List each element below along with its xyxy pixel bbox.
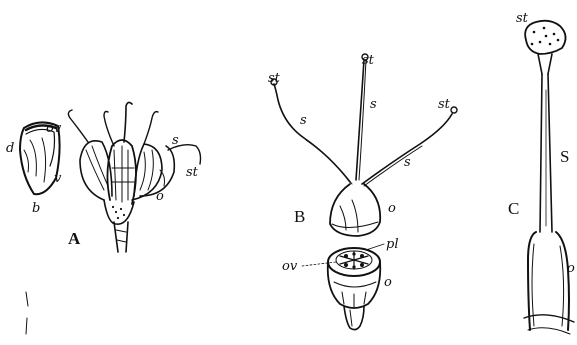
panel-label-c: C: [508, 199, 519, 218]
panel-label-b: B: [294, 207, 305, 226]
panel-label-a: A: [68, 229, 81, 248]
label-a-b: b: [32, 201, 40, 216]
label-a-v: v: [54, 171, 62, 186]
label-a-o: o: [156, 189, 164, 204]
label-a-d: d: [6, 141, 14, 156]
pistil-drawing: [271, 54, 457, 330]
label-c-S: S: [560, 147, 569, 166]
label-a-st: st: [186, 165, 199, 180]
label-b-s-left: s: [300, 113, 307, 128]
label-a-ov: ov: [46, 121, 62, 136]
stray-mark: [26, 292, 28, 334]
label-b-s-right: s: [404, 155, 411, 170]
label-b-st-left: st: [268, 71, 281, 86]
figure-b: st st st s s s o pl ov o B: [268, 53, 457, 330]
label-b-st-right: st: [438, 97, 451, 112]
label-b-o-lower: o: [384, 275, 392, 290]
long-pistil-drawing: [524, 21, 574, 334]
leader-b-pl: [366, 244, 384, 250]
label-a-s: s: [172, 133, 179, 148]
figure-a: d v b ov o s st A: [6, 102, 201, 334]
leader-b-ov: [302, 262, 336, 266]
label-b-st-top: st: [362, 53, 375, 68]
label-c-st: st: [516, 11, 529, 26]
flower-cluster-drawing: [68, 102, 200, 252]
label-b-pl: pl: [386, 237, 398, 252]
label-b-o-upper: o: [388, 201, 396, 216]
label-b-ov: ov: [282, 259, 298, 274]
figure-c: st S o C: [508, 11, 575, 334]
label-c-o: o: [567, 261, 575, 276]
label-b-s-mid: s: [370, 97, 377, 112]
